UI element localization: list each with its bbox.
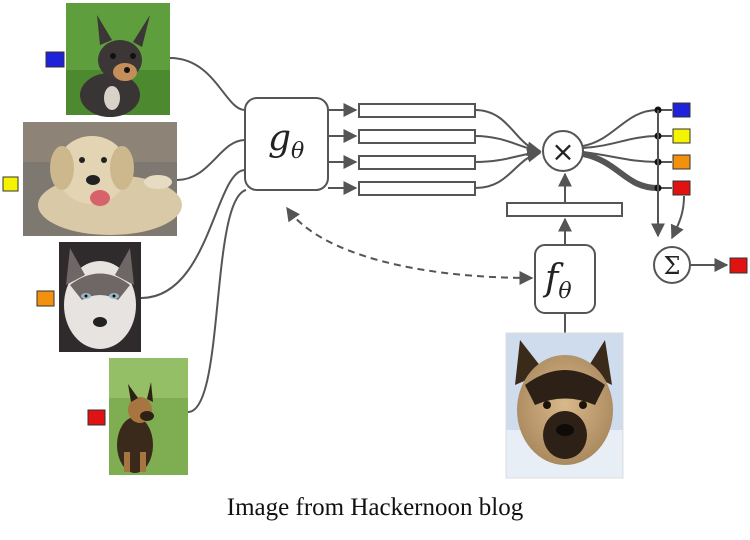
svg-text:gθ: gθ [268, 118, 304, 164]
feature-bar-3 [358, 155, 476, 170]
query-feature-bar [506, 202, 623, 217]
f-theta-module: fθ [534, 244, 596, 314]
feature-bar-1 [358, 103, 476, 118]
g-subscript: θ [291, 139, 304, 164]
support-image-german-shepherd [109, 358, 188, 475]
feature-to-multiply-arrows [474, 109, 542, 189]
sum-symbol: Σ [664, 252, 681, 280]
sum-node: Σ [653, 246, 691, 284]
output-class-markers [672, 102, 691, 196]
caption: Image from Hackernoon blog [226, 494, 524, 521]
output-marker-yellow [672, 128, 691, 144]
class-marker-red [87, 409, 106, 426]
output-marker-red [672, 180, 691, 196]
output-branches [582, 109, 659, 191]
input-connections [140, 57, 247, 413]
class-marker-blue [45, 51, 65, 68]
query-image-german-shepherd [505, 332, 624, 479]
support-image-husky [59, 242, 141, 352]
output-marker-blue [672, 102, 691, 118]
to-sum-arrows [651, 110, 685, 240]
multiply-symbol: × [551, 135, 574, 168]
shared-weights-dashed-arrow [286, 206, 534, 285]
support-feature-bars [358, 103, 476, 196]
class-marker-yellow [2, 176, 19, 192]
feature-bar-4 [358, 181, 476, 196]
feature-bar-2 [358, 129, 476, 144]
g-to-feature-arrows [328, 103, 358, 195]
g-theta-module: gθ [244, 97, 329, 191]
multiply-node: × [542, 130, 584, 172]
predicted-class-marker [729, 257, 748, 274]
output-stubs [658, 109, 672, 189]
g-label: g [268, 118, 291, 159]
support-image-labrador [23, 122, 182, 236]
class-marker-orange [36, 290, 55, 307]
support-image-chihuahua [66, 3, 170, 117]
output-marker-orange [672, 154, 691, 170]
f-subscript: θ [558, 279, 571, 304]
